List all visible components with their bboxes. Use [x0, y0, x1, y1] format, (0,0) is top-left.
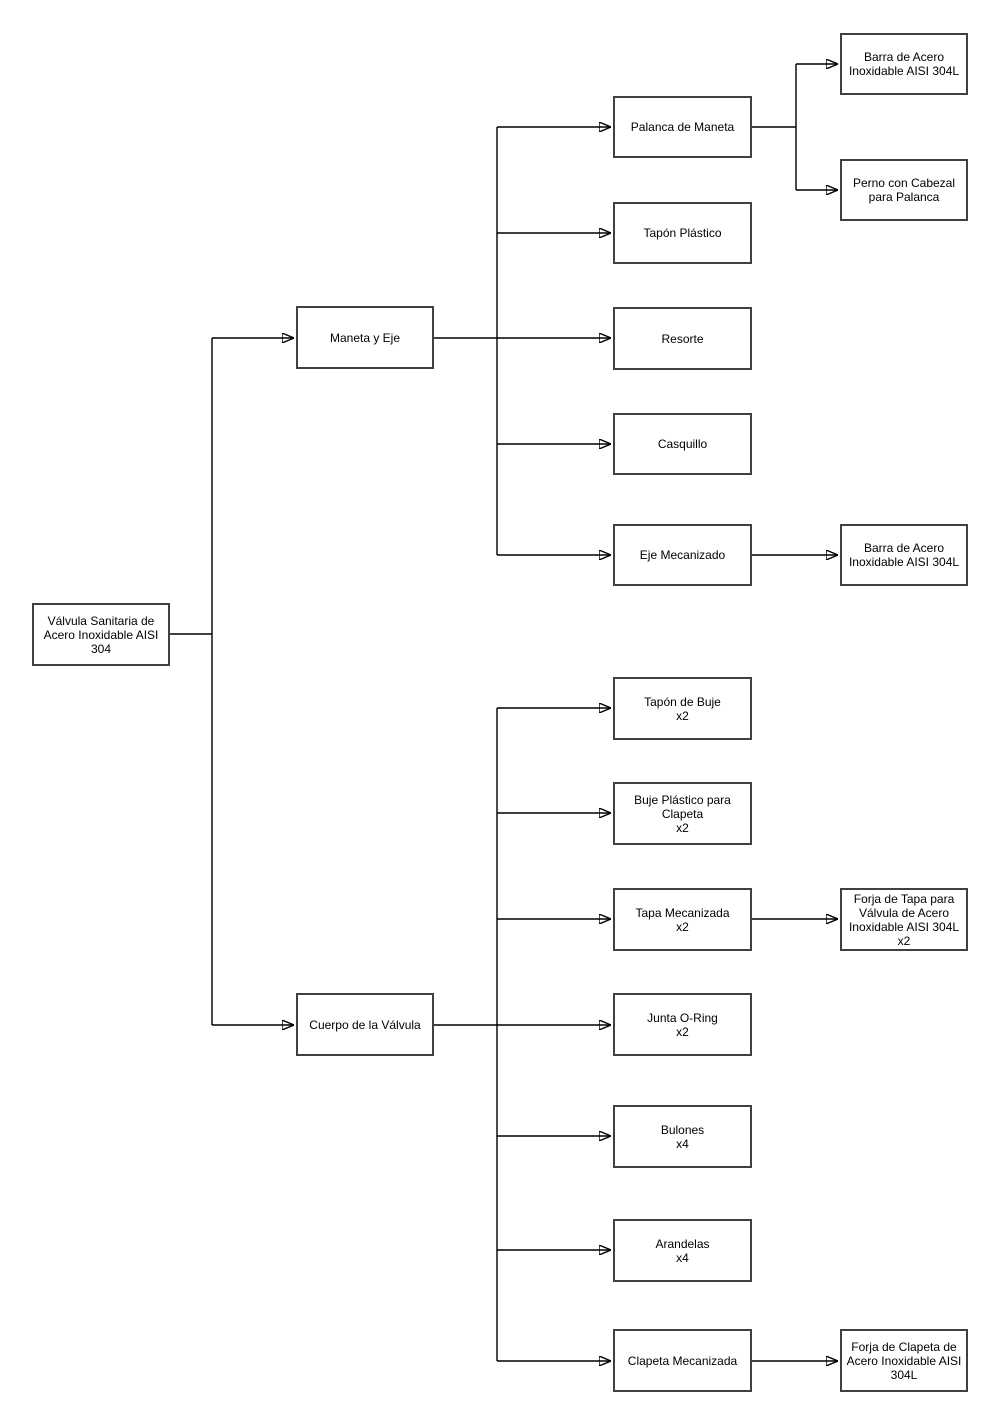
node-label: Perno con Cabezal para Palanca	[852, 176, 956, 204]
node-eje-mecanizado: Eje Mecanizado	[613, 524, 752, 586]
node-label: Cuerpo de la Válvula	[309, 1017, 421, 1032]
node-label: Junta O-Ring	[647, 1010, 718, 1025]
node-label: Barra de Acero Inoxidable AISI 304L	[848, 541, 960, 569]
node-label: Tapón Plástico	[643, 226, 722, 240]
node-label: Válvula Sanitaria de Acero Inoxidable AI…	[43, 613, 159, 656]
node-qty: x2	[676, 919, 689, 934]
node-label: Tapón de Buje	[644, 694, 721, 709]
node-label: Palanca de Maneta	[630, 120, 735, 134]
node-junta-o-ring: Junta O-Ring x2	[613, 993, 752, 1056]
node-label: Resorte	[661, 331, 704, 346]
node-arandelas: Arandelas x4	[613, 1219, 752, 1282]
node-bulones: Bulones x4	[613, 1105, 752, 1168]
node-qty: x4	[676, 1250, 689, 1265]
node-label: Tapa Mecanizada	[635, 905, 730, 920]
node-label: Bulones	[660, 1122, 705, 1137]
node-barra-acero-inoxidable-2: Barra de Acero Inoxidable AISI 304L	[840, 524, 968, 586]
edge-group-cuerpo-valvula	[434, 708, 611, 1361]
node-clapeta-mecanizada: Clapeta Mecanizada	[613, 1329, 752, 1392]
edge-group-palanca-maneta	[752, 64, 838, 190]
node-qty: x2	[676, 708, 689, 723]
node-label: Maneta y Eje	[329, 330, 401, 345]
node-label: Casquillo	[657, 437, 708, 451]
node-tapon-de-buje: Tapón de Buje x2	[613, 677, 752, 740]
node-qty: x4	[676, 1136, 689, 1151]
node-barra-acero-inoxidable-1: Barra de Acero Inoxidable AISI 304L	[840, 33, 968, 95]
node-buje-plastico-clapeta: Buje Plástico para Clapeta x2	[613, 782, 752, 845]
node-qty: x2	[676, 820, 689, 835]
node-label: Clapeta Mecanizada	[627, 1353, 738, 1368]
node-label: Forja de Clapeta de Acero Inoxidable AIS…	[846, 1339, 962, 1382]
edge-group-maneta-y-eje	[434, 127, 611, 555]
node-label: Forja de Tapa para Válvula de Acero Inox…	[848, 891, 960, 934]
node-tapa-mecanizada: Tapa Mecanizada x2	[613, 888, 752, 951]
node-tapon-plastico: Tapón Plástico	[613, 202, 752, 264]
node-valvula-sanitaria: Válvula Sanitaria de Acero Inoxidable AI…	[32, 603, 170, 666]
node-forja-de-tapa: Forja de Tapa para Válvula de Acero Inox…	[840, 888, 968, 951]
node-label: Arandelas	[655, 1236, 710, 1251]
node-resorte: Resorte	[613, 307, 752, 370]
node-perno-con-cabezal: Perno con Cabezal para Palanca	[840, 159, 968, 221]
node-cuerpo-de-la-valvula: Cuerpo de la Válvula	[296, 993, 434, 1056]
node-casquillo: Casquillo	[613, 413, 752, 475]
node-palanca-de-maneta: Palanca de Maneta	[613, 96, 752, 158]
node-label: Barra de Acero Inoxidable AISI 304L	[848, 50, 960, 78]
edge-group-root	[170, 338, 294, 1025]
node-forja-de-clapeta: Forja de Clapeta de Acero Inoxidable AIS…	[840, 1329, 968, 1392]
node-maneta-y-eje: Maneta y Eje	[296, 306, 434, 369]
node-qty: x2	[897, 933, 911, 948]
node-qty: x2	[676, 1024, 689, 1039]
node-label: Buje Plástico para Clapeta	[634, 792, 731, 821]
node-label: Eje Mecanizado	[639, 548, 726, 562]
